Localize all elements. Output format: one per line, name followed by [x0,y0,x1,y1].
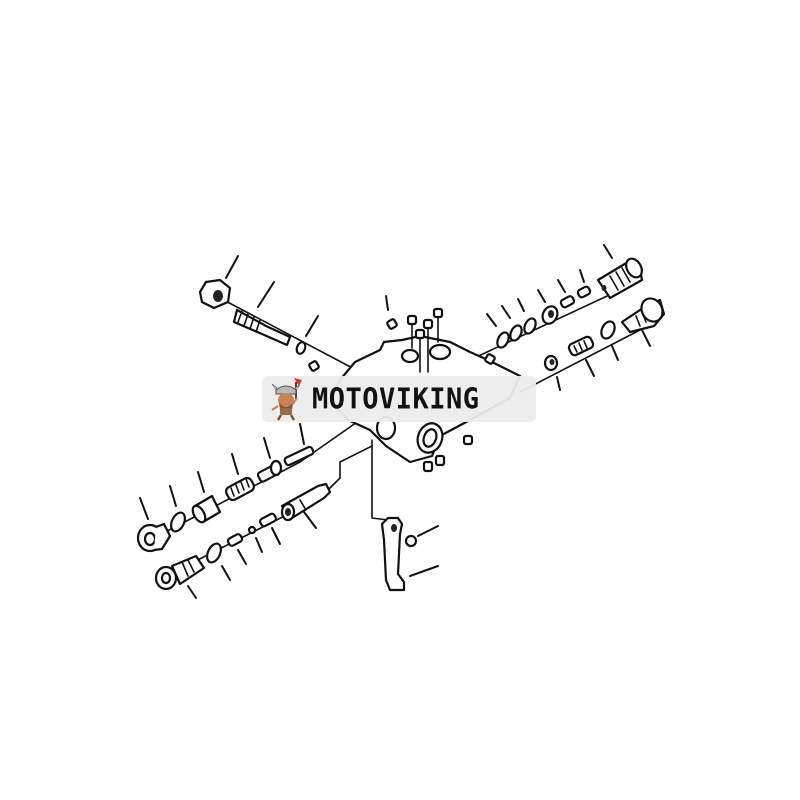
spring [567,335,595,357]
o-ring [295,341,307,355]
o-ring [509,324,523,342]
o-ring [496,331,510,349]
lower-left-part-group-a [136,423,315,553]
poppet [559,295,576,309]
ball [247,525,257,535]
o-ring [523,317,537,335]
lower-left-part-group-b [154,482,332,599]
spring [225,476,255,502]
relief-valve-plug [620,297,666,334]
seal-ring [541,305,559,325]
o-ring [170,511,186,533]
valve-cartridge [280,482,332,522]
viking-mascot-icon [271,378,302,421]
pin [283,445,315,467]
cap-screws [308,295,496,473]
brand-watermark: MOTOVIKING [262,376,536,422]
upper-right-part-group-a [486,244,644,349]
threaded-plug [596,257,644,300]
upper-right-part-group-b [543,297,666,391]
bushing [404,534,418,548]
end-plug [136,522,172,553]
threaded-spool [232,308,292,347]
spool [256,459,283,483]
spring [259,512,277,528]
spring-seat [576,285,592,299]
lever [380,516,406,592]
plug [154,554,206,591]
o-ring [206,542,222,564]
sleeve [191,494,222,524]
lever-group [380,516,439,592]
upper-left-part-group [198,255,319,355]
poppet [226,533,244,547]
o-ring [600,320,616,340]
hex-nut [198,278,232,310]
brand-name: MOTOVIKING [312,382,480,416]
seat [543,354,559,372]
